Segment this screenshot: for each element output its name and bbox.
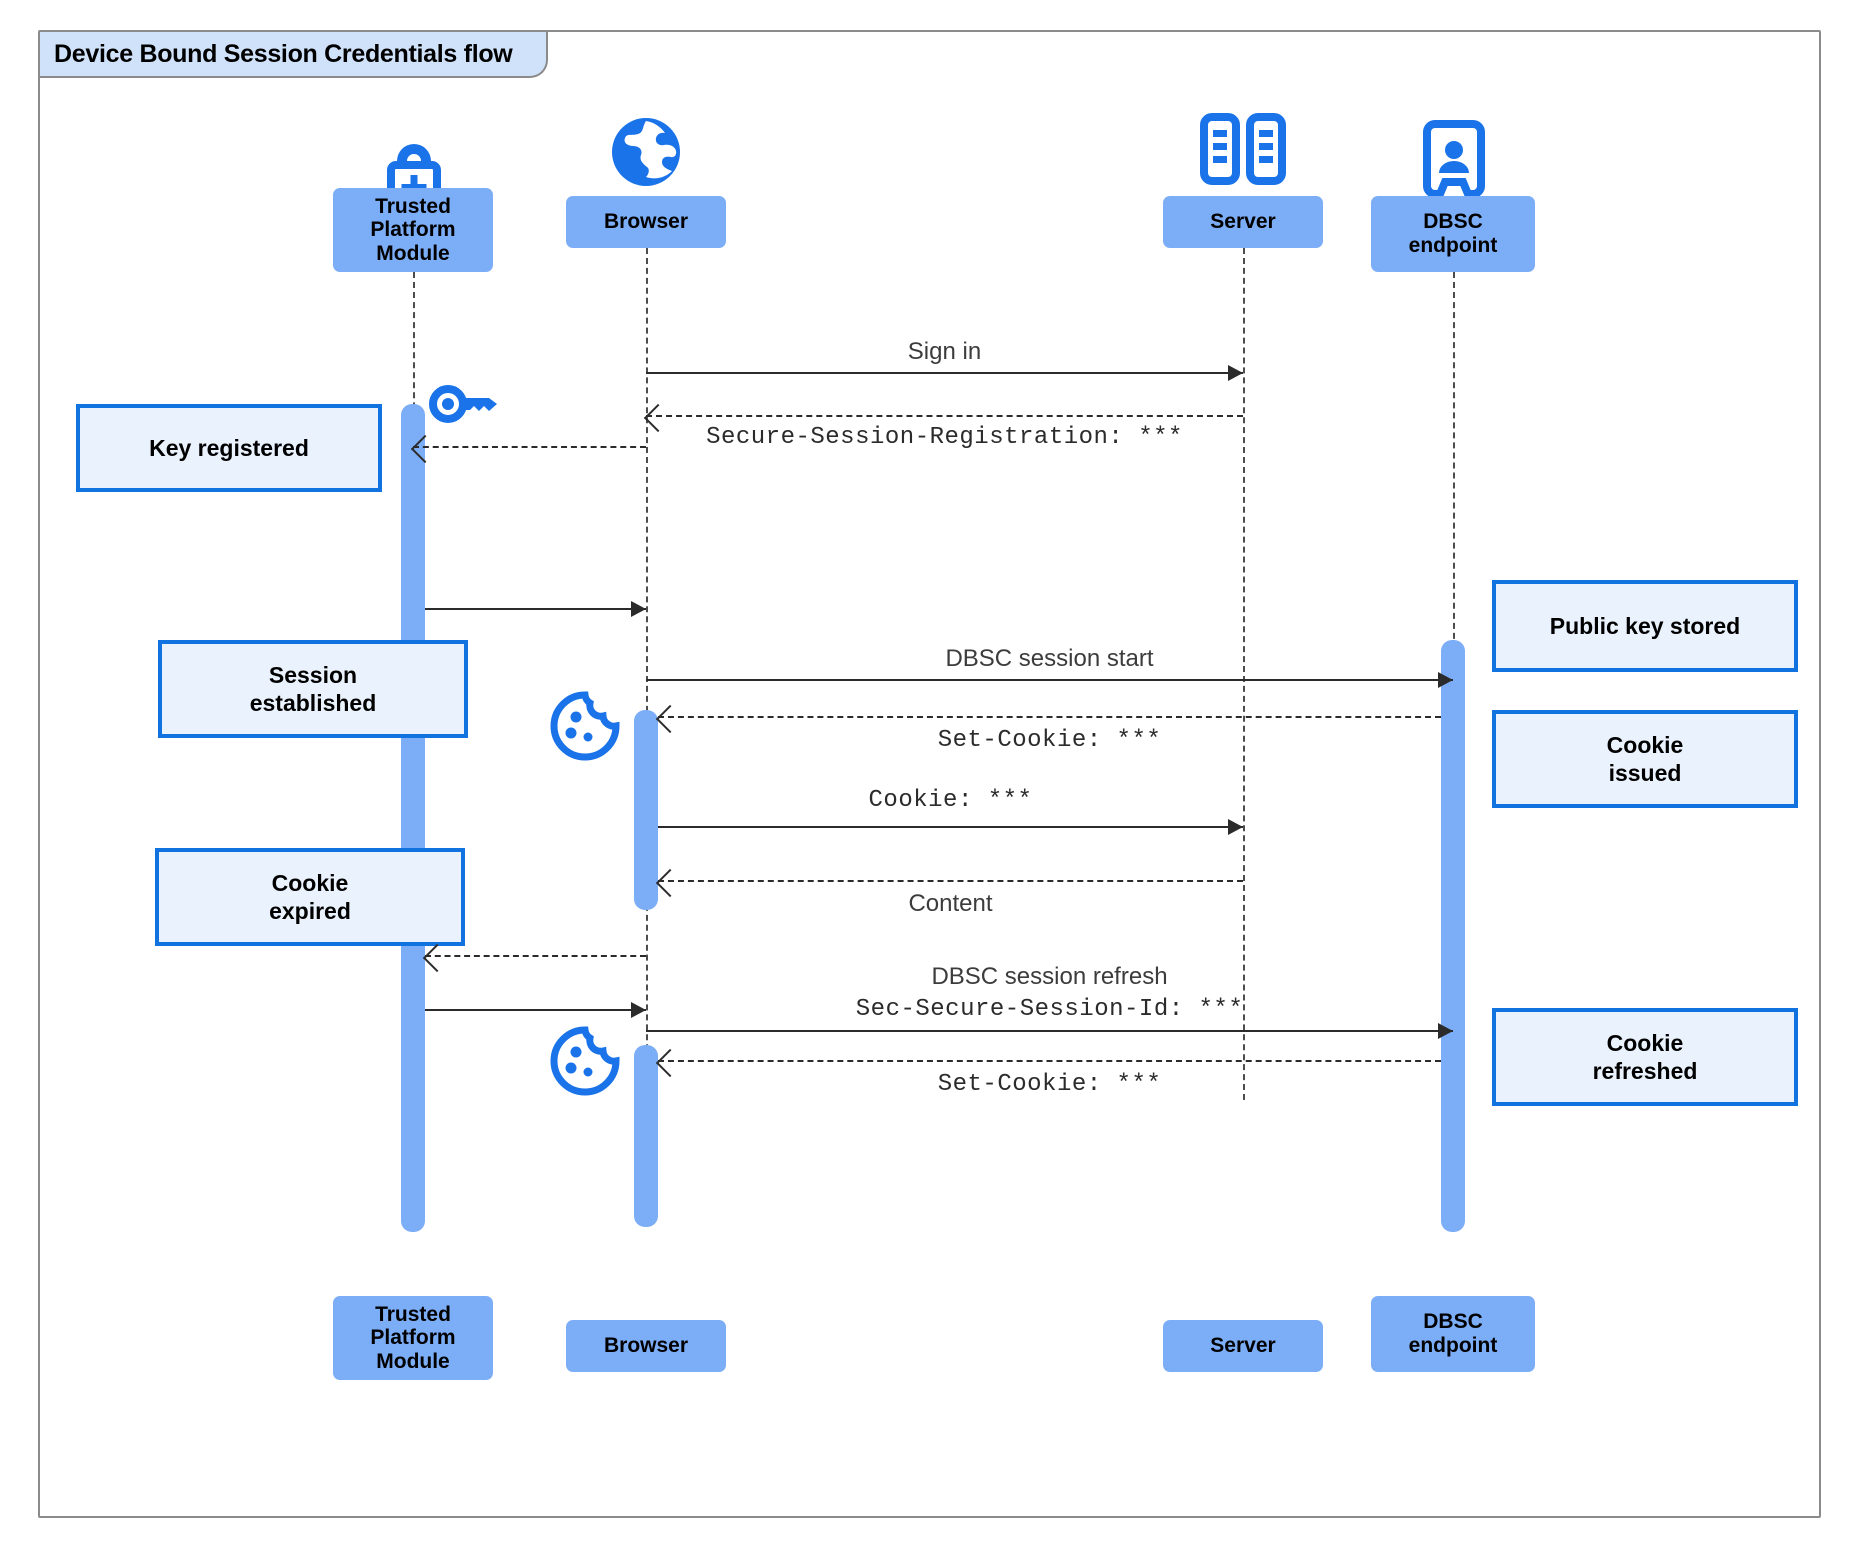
message-label-sec-secure-session-id: Sec-Secure-Session-Id: *** [855,996,1244,1023]
participant-footer-server[interactable]: Server [1163,1320,1323,1372]
participant-label: Server [1210,210,1276,234]
message-line-browser-to-tpm-refresh [425,955,646,957]
lifeline-browser [646,248,648,1100]
participant-label: Browser [603,1334,689,1358]
message-line-to-tpm-register [413,446,646,448]
message-line-secure-session-registration [646,415,1243,417]
arrowhead-tpm-to-browser [631,601,646,617]
note-cookie-issued: Cookie issued [1492,710,1798,808]
server-rack-icon [1200,113,1286,185]
message-line-sec-secure-session-id [646,1030,1453,1032]
note-key-registered: Key registered [76,404,382,492]
message-line-cookie [658,826,1243,828]
note-text: Cookie refreshed [1592,1029,1698,1084]
key-icon [428,380,500,428]
participant-header-server[interactable]: Server [1163,196,1323,248]
activation-bar-dbsc [1441,640,1465,1232]
message-label-cookie: Cookie: *** [868,787,1033,814]
note-text: Cookie expired [269,869,351,924]
participant-label: Server [1210,1334,1276,1358]
cookie-icon [549,690,621,762]
note-session-established: Session established [158,640,468,738]
arrowhead-tpm-to-browser-refresh [631,1002,646,1018]
participant-label: Browser [603,210,689,234]
activation-bar-browser-2 [634,1045,658,1227]
note-text: Public key stored [1549,612,1741,639]
message-line-tpm-to-browser-refresh [425,1009,646,1011]
note-text: Key registered [149,434,309,461]
note-text: Session established [249,661,377,716]
message-label-sign-in: Sign in [907,338,982,365]
message-label-dbsc-session-refresh: DBSC session refresh [931,963,1168,990]
message-label-set-cookie-1: Set-Cookie: *** [937,727,1162,754]
note-public-key-stored: Public key stored [1492,580,1798,672]
globe-icon [607,113,685,191]
page-title: Device Bound Session Credentials flow [54,39,513,68]
note-cookie-expired: Cookie expired [155,848,465,946]
arrowhead-dbsc-session-start [1438,672,1453,688]
diagram-title-tab: Device Bound Session Credentials flow [40,32,549,78]
arrowhead-sec-secure-session-id [1438,1023,1453,1039]
participant-header-browser[interactable]: Browser [566,196,726,248]
message-label-secure-session-registration: Secure-Session-Registration: *** [706,424,1183,451]
message-label-dbsc-session-start: DBSC session start [945,645,1154,672]
participant-header-tpm[interactable]: Trusted Platform Module [333,188,493,272]
participant-footer-dbsc[interactable]: DBSC endpoint [1371,1296,1535,1372]
message-line-set-cookie-1 [658,716,1441,718]
participant-label: Trusted Platform Module [370,1302,456,1373]
participant-header-dbsc[interactable]: DBSC endpoint [1371,196,1535,272]
message-line-content [658,880,1243,882]
participant-label: DBSC endpoint [1408,210,1498,257]
participant-footer-tpm[interactable]: Trusted Platform Module [333,1296,493,1380]
activation-bar-tpm [401,404,425,1232]
message-line-tpm-to-browser [425,608,646,610]
message-label-content: Content [908,890,993,917]
lifeline-server [1243,248,1245,1100]
participant-label: Trusted Platform Module [370,194,456,265]
participant-label: DBSC endpoint [1408,1310,1498,1357]
activation-bar-browser-1 [634,710,658,910]
arrowhead-cookie [1228,819,1243,835]
message-line-set-cookie-2 [658,1060,1441,1062]
participant-footer-browser[interactable]: Browser [566,1320,726,1372]
message-line-sign-in [646,372,1243,374]
message-label-set-cookie-2: Set-Cookie: *** [937,1071,1162,1098]
note-cookie-refreshed: Cookie refreshed [1492,1008,1798,1106]
cookie-icon [549,1025,621,1097]
arrowhead-sign-in [1228,365,1243,381]
id-badge-icon [1421,120,1487,198]
note-text: Cookie issued [1606,731,1684,786]
message-line-dbsc-session-start [646,679,1453,681]
